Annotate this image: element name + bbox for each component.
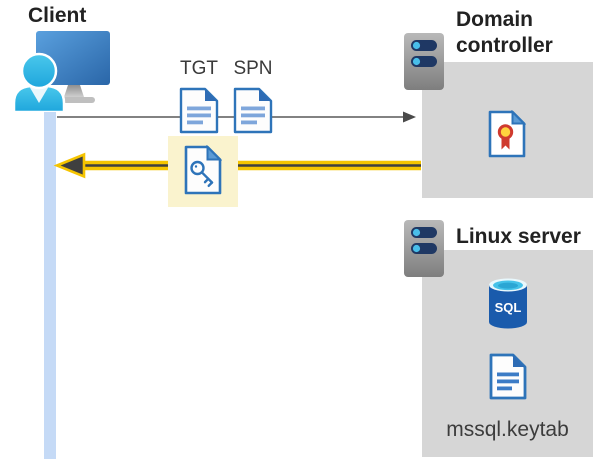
domain-controller-server-icon (404, 33, 444, 90)
domain-controller-label: Domain controller (456, 8, 553, 57)
sql-icon-label: SQL (495, 300, 522, 315)
client-lifeline-bar (44, 90, 56, 459)
tgt-document-icon (179, 87, 219, 134)
spn-label: SPN (233, 58, 273, 79)
key-document-icon (184, 145, 222, 195)
tgt-label: TGT (180, 58, 218, 79)
keytab-document-icon (489, 353, 527, 400)
linux-server-icon (404, 220, 444, 277)
sql-database-icon: SQL (489, 278, 527, 329)
spn-document-icon (233, 87, 273, 134)
client-label: Client (28, 4, 87, 27)
user-icon (12, 52, 66, 112)
response-arrow-icon (53, 152, 421, 179)
linux-server-label: Linux server (456, 225, 581, 248)
request-arrow-icon (57, 111, 416, 123)
key-glyph (190, 160, 214, 187)
certificate-icon (488, 110, 526, 158)
keytab-filename-label: mssql.keytab (446, 418, 569, 441)
client-computer-user-icon (12, 31, 110, 112)
